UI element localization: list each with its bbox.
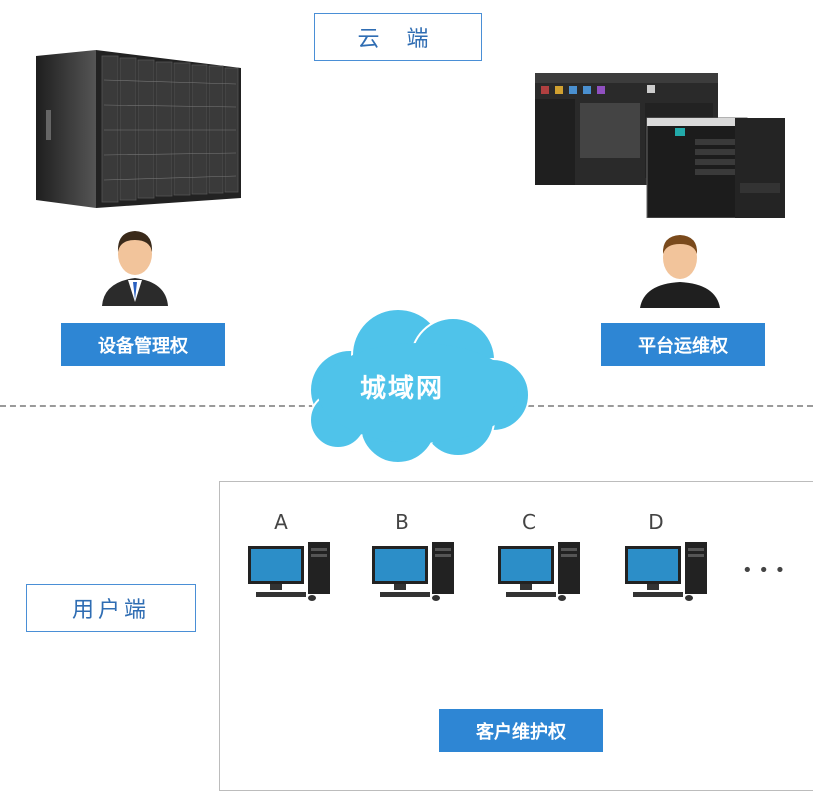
platform-software-screenshot	[535, 73, 785, 218]
network-label: 城域网	[360, 374, 445, 404]
device-management-badge: 设备管理权	[61, 323, 225, 366]
client-label-b: B	[395, 510, 409, 534]
user-section-title: 用户端	[26, 584, 196, 632]
cloud-section-title: 云 端	[314, 13, 482, 61]
server-rack-icon	[36, 50, 241, 208]
desktop-computer-icon	[372, 542, 454, 601]
network-cloud-icon	[309, 308, 530, 464]
desktop-computer-icon	[248, 542, 330, 601]
client-label-c: C	[522, 510, 536, 534]
client-label-a: A	[274, 510, 288, 534]
more-clients-indicator: • • •	[742, 560, 786, 581]
client-label-d: D	[648, 510, 664, 534]
desktop-computer-icon	[498, 542, 580, 601]
desktop-computer-icon	[625, 542, 707, 601]
operator-person-icon	[640, 235, 720, 308]
manager-person-icon	[102, 231, 168, 306]
customer-maintenance-badge: 客户维护权	[439, 709, 603, 752]
platform-ops-badge: 平台运维权	[601, 323, 765, 366]
